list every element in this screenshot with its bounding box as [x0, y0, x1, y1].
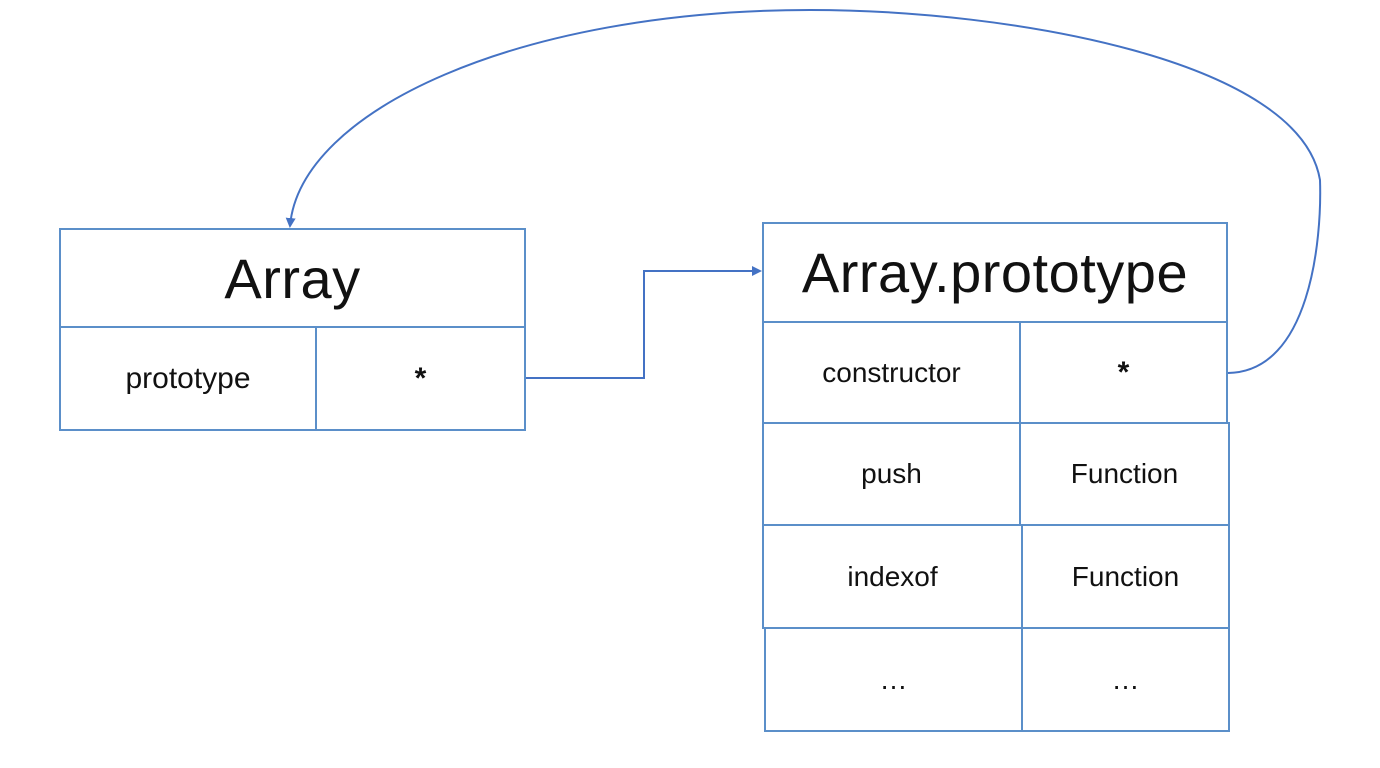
- constructor-pointer: *: [1019, 321, 1228, 424]
- constructor-key: constructor: [762, 321, 1021, 424]
- ellipsis-value: …: [1021, 627, 1230, 732]
- push-value: Function: [1019, 422, 1230, 526]
- array-title: Array: [59, 228, 526, 328]
- prototype-pointer-arrow: [526, 266, 762, 379]
- array-object-box: Array prototype *: [59, 228, 526, 431]
- ellipsis-key: …: [764, 627, 1023, 732]
- array-prototype-box: Array.prototype constructor * push Funct…: [762, 222, 1230, 732]
- array-prototype-key: prototype: [59, 326, 317, 431]
- array-prototype-title: Array.prototype: [762, 222, 1228, 323]
- push-key: push: [762, 422, 1021, 526]
- indexof-value: Function: [1021, 524, 1230, 629]
- indexof-key: indexof: [762, 524, 1023, 629]
- array-prototype-pointer: *: [315, 326, 526, 431]
- constructor-pointer-arrow: [285, 8, 1322, 374]
